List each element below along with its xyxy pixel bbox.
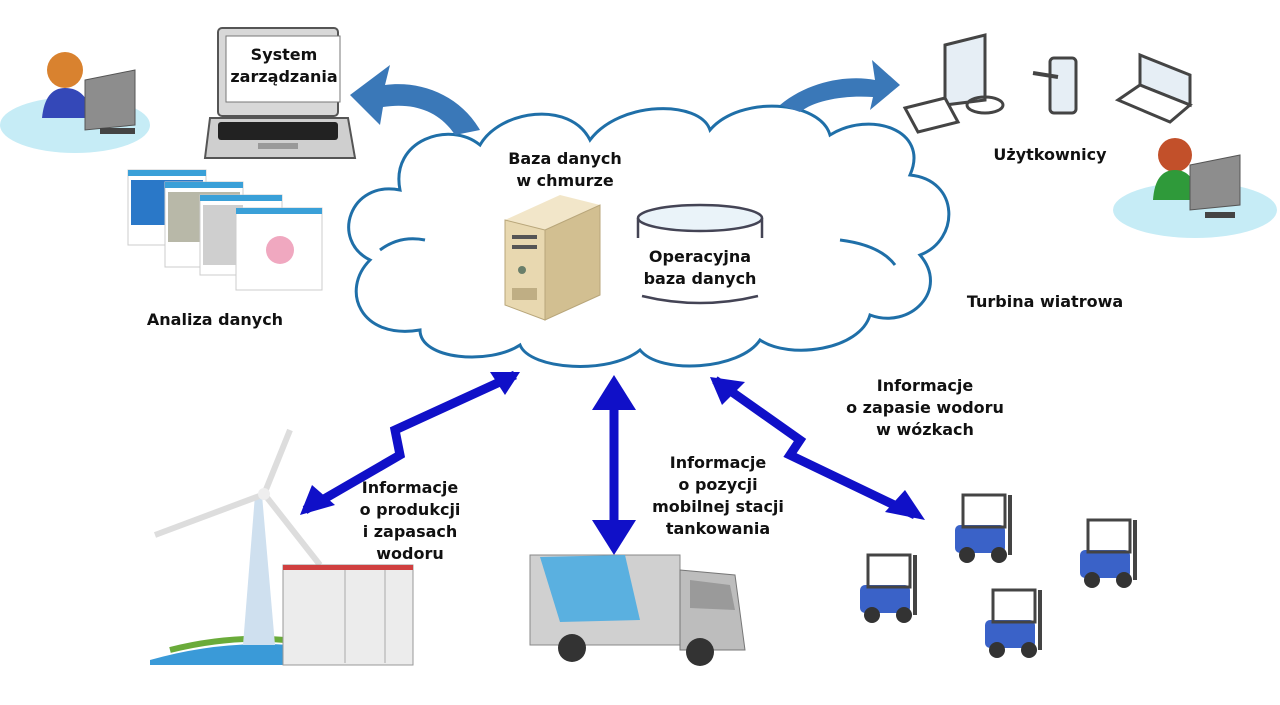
label-line: w chmurze [516, 171, 614, 190]
cloud-shape [347, 104, 951, 368]
link-arrow-forklifts [710, 376, 925, 520]
mobile-station-truck-icon [529, 554, 746, 666]
admin-user-icon [0, 52, 150, 153]
label-line: i zapasach [362, 522, 458, 541]
label-line: zarządzania [230, 67, 338, 86]
link-arrow-station [592, 375, 636, 555]
database-icon [636, 203, 764, 305]
label-line: Informacje [361, 478, 459, 497]
label-line: baza danych [643, 269, 757, 288]
operational-database-label: Operacyjna baza danych [635, 246, 765, 290]
users-label: Użytkownicy [993, 145, 1107, 164]
hydrogen-storage-icon [282, 564, 414, 666]
forklift-icon [860, 553, 917, 623]
desktop-computer-icon [902, 33, 1005, 134]
analysis-screens-icon [127, 169, 323, 291]
link-arrow-turbine [300, 370, 520, 515]
management-system-label: System zarządzania [230, 44, 338, 88]
laptop-icon [203, 27, 357, 159]
station-position-label: Informacje o pozycji mobilnej stacji tan… [643, 452, 793, 540]
label-line: tankowania [665, 519, 771, 538]
forklift-hydrogen-label: Informacje o zapasie wodoru w wózkach [840, 375, 1010, 441]
label-line: Informacje [876, 376, 974, 395]
wind-turbine-icon [150, 428, 323, 665]
label-line: mobilnej stacji [652, 497, 784, 516]
label-line: o pozycji [678, 475, 758, 494]
server-icon [504, 195, 601, 321]
curved-arrow-left-icon [350, 65, 480, 135]
cloud-database-label: Baza danych w chmurze [495, 148, 635, 192]
forklift-icon [1080, 518, 1137, 588]
label-line: Informacje [669, 453, 767, 472]
label-line: Operacyjna [648, 247, 752, 266]
wind-turbine-label: Turbina wiatrowa [966, 292, 1124, 311]
label-line: o produkcji [359, 500, 461, 519]
data-analysis-label: Analiza danych [146, 310, 284, 329]
label-line: Baza danych [508, 149, 622, 168]
user-icon [1113, 138, 1277, 238]
label-line: w wózkach [876, 420, 974, 439]
curved-arrow-right-icon [780, 60, 900, 112]
label-line: o zapasie wodoru [846, 398, 1004, 417]
forklift-icon [955, 493, 1012, 563]
tablet-icon [1032, 56, 1078, 115]
forklift-icon [985, 588, 1042, 658]
production-info-label: Informacje o produkcji i zapasach wodoru [350, 477, 470, 565]
label-line: wodoru [376, 544, 444, 563]
label-line: System [250, 45, 318, 64]
laptop-small-icon [1114, 52, 1193, 124]
